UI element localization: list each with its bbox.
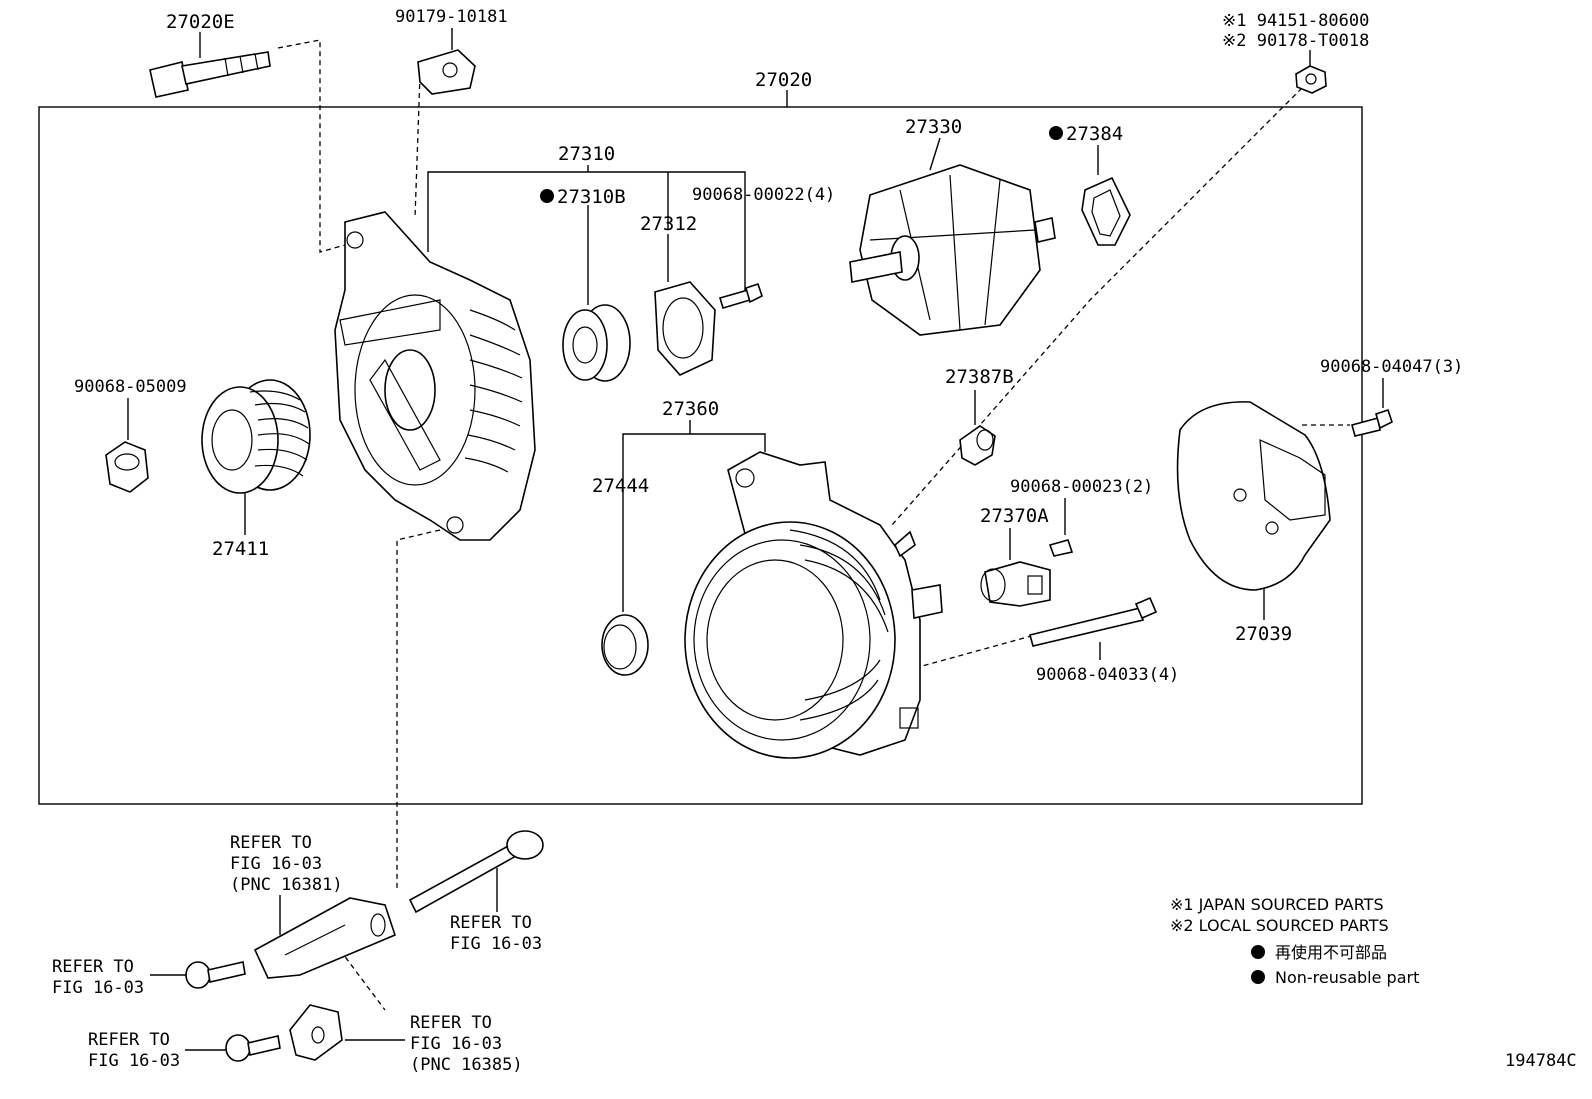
label-27310B: 27310B [557, 186, 626, 208]
label-90068-00022: 90068-00022(4) [692, 185, 835, 205]
bolt-lower-left-icon [185, 961, 246, 989]
refer-e-line3: (PNC 16385) [410, 1055, 523, 1075]
refer-e-line1: REFER TO [410, 1013, 492, 1033]
bolt-lower-bottom-icon [225, 1034, 281, 1062]
refer-b-line1: REFER TO [450, 913, 532, 933]
rear-cover-27039-icon [1176, 401, 1331, 591]
screw-90068-04047-icon [1351, 408, 1393, 437]
refer-b-line2: FIG 16-03 [450, 934, 542, 954]
bracket-lower-icon [289, 1004, 343, 1061]
nut-90068-05009-icon [105, 441, 149, 493]
label-27312: 27312 [640, 213, 697, 235]
nonreusable-dot-27384 [1049, 126, 1063, 140]
ring-27444-icon [601, 614, 649, 676]
bolt-27020E-icon [149, 51, 271, 98]
legend: ※1 JAPAN SOURCED PARTS ※2 LOCAL SOURCED … [1170, 895, 1419, 987]
label-27039: 27039 [1235, 623, 1292, 645]
legend-nonreusable-en: Non-reusable part [1275, 968, 1419, 987]
nonreusable-dot-27310B [540, 189, 554, 203]
assembly-frame [38, 106, 1363, 805]
retainer-27312-icon [654, 281, 716, 376]
label-27444: 27444 [592, 475, 649, 497]
bolt-90068-04033-icon [1029, 596, 1158, 647]
legend-dot-en [1251, 970, 1265, 984]
pulley-27411-icon [201, 379, 311, 494]
assembly-dashed-lines [277, 39, 1350, 1011]
screw-90068-00023-icon [1048, 539, 1074, 557]
label-27387B: 27387B [945, 366, 1014, 388]
legend-nonreusable-jp: 再使用不可部品 [1275, 943, 1387, 962]
legend-dot-jp [1251, 945, 1265, 959]
refer-a-line3: (PNC 16381) [230, 875, 343, 895]
stay-bracket-icon [253, 897, 396, 979]
label-90068-04033: 90068-04033(4) [1036, 665, 1179, 685]
refer-c-line2: FIG 16-03 [52, 978, 144, 998]
refer-d-line2: FIG 16-03 [88, 1051, 180, 1071]
screw-90068-00022-icon [719, 282, 763, 309]
nut-94151-icon [1295, 65, 1327, 94]
label-27330: 27330 [905, 116, 962, 138]
ring-27384-icon [1081, 176, 1131, 246]
brush-holder-27370A-icon [980, 561, 1051, 607]
label-note2: ※2 90178-T0018 [1222, 31, 1369, 51]
bearing-27310B-icon [562, 304, 631, 382]
rotor-27330-icon [849, 164, 1056, 336]
label-90068-04047: 90068-04047(3) [1320, 357, 1463, 377]
refer-e-line2: FIG 16-03 [410, 1034, 502, 1054]
label-90068-00023: 90068-00023(2) [1010, 477, 1153, 497]
label-27020: 27020 [755, 69, 812, 91]
label-27370A: 27370A [980, 505, 1049, 527]
long-bolt-lower-icon [408, 830, 544, 914]
refer-d-line1: REFER TO [88, 1030, 170, 1050]
nut-90179-icon [417, 49, 476, 95]
refer-a-line1: REFER TO [230, 833, 312, 853]
label-note1: ※1 94151-80600 [1222, 11, 1369, 31]
label-27020E: 27020E [166, 11, 235, 33]
label-90068-05009: 90068-05009 [74, 377, 187, 397]
legend-japan: ※1 JAPAN SOURCED PARTS [1170, 895, 1384, 914]
label-27310: 27310 [558, 143, 615, 165]
rear-housing-27360-icon [684, 451, 943, 759]
label-27384: 27384 [1066, 123, 1123, 145]
label-27411: 27411 [212, 538, 269, 560]
diagram-id: 194784C [1505, 1051, 1577, 1071]
refer-c-line1: REFER TO [52, 957, 134, 977]
refer-a-line2: FIG 16-03 [230, 854, 322, 874]
label-90179-10181: 90179-10181 [395, 7, 508, 27]
insulator-27387B-icon [959, 425, 996, 466]
legend-local: ※2 LOCAL SOURCED PARTS [1170, 916, 1389, 935]
label-27360: 27360 [662, 398, 719, 420]
drive-end-frame-icon [334, 211, 536, 541]
